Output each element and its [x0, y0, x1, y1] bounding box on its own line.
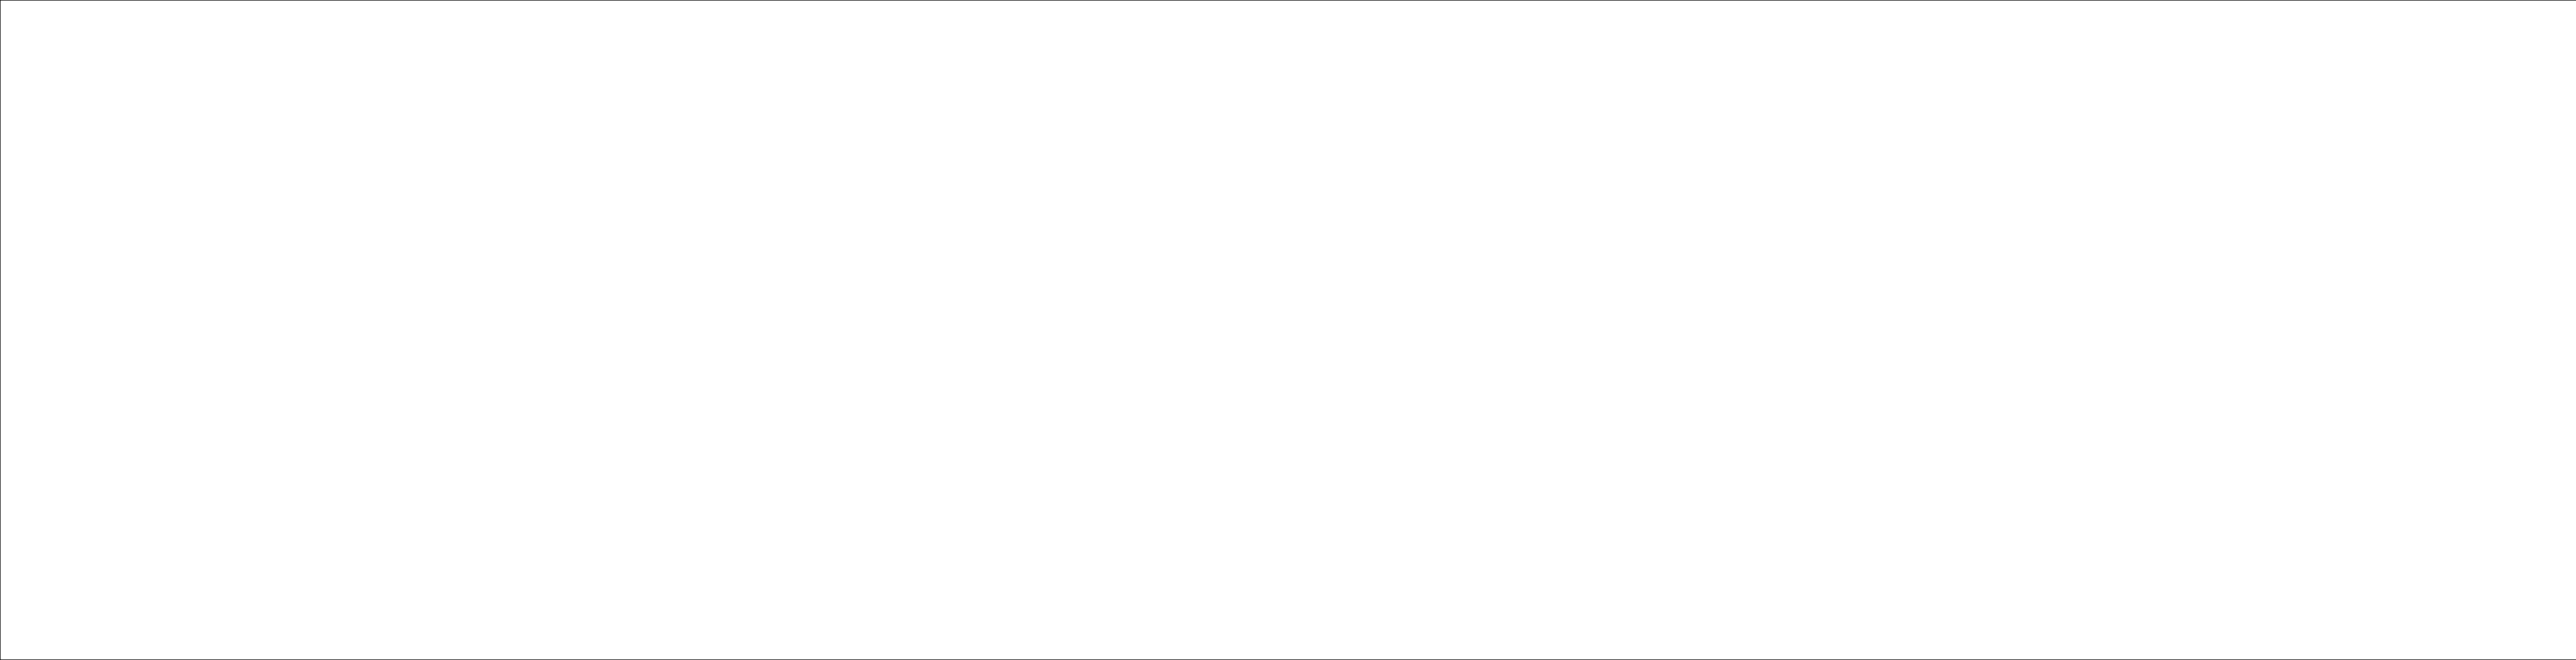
connector-lines	[1, 1, 2576, 660]
cousinage-sheet	[0, 0, 2576, 660]
